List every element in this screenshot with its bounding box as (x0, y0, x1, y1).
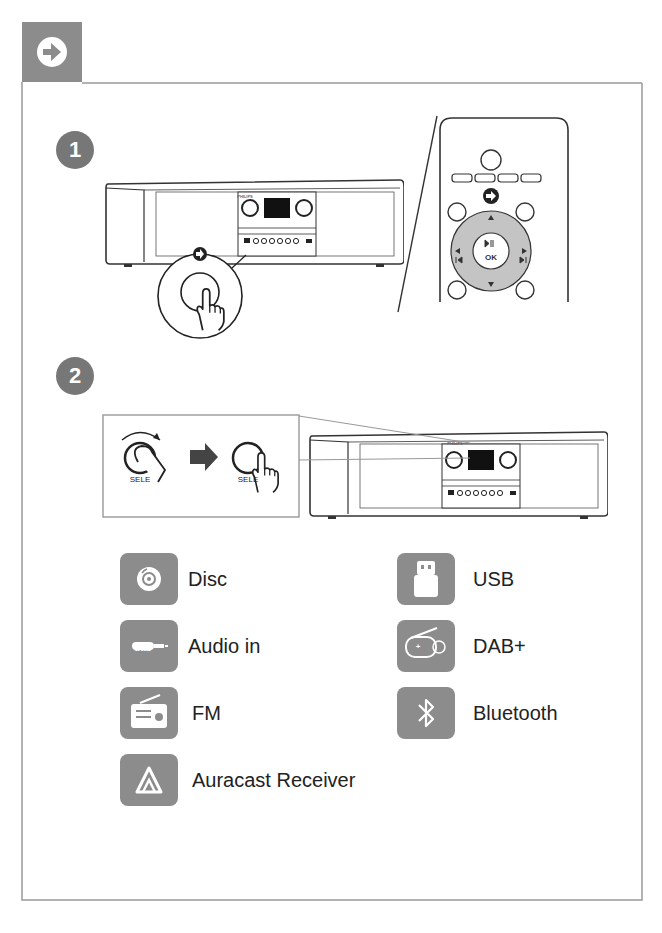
step-number: 2 (69, 365, 81, 387)
brand-name: PHILIPS (447, 442, 463, 446)
source-name: FM (192, 702, 221, 725)
source-name: Disc (188, 568, 227, 591)
button-label: OK (485, 254, 497, 262)
source-icon (397, 620, 455, 672)
source-name: USB (473, 568, 514, 591)
knob-label: SELE (238, 476, 258, 484)
step-number: 1 (69, 139, 81, 161)
source-item: USB (397, 553, 514, 605)
source-name: DAB+ (473, 635, 526, 658)
source-name: Auracast Receiver (192, 769, 355, 792)
source-item: Bluetooth (397, 687, 558, 739)
source-icon (120, 687, 178, 739)
icon-text: + (416, 643, 421, 651)
source-item: Disc (120, 553, 227, 605)
source-icon (120, 754, 178, 806)
source-item: FM (120, 687, 221, 739)
icon-text: dab (134, 643, 152, 653)
brand-name: PHILIPS (237, 195, 253, 199)
source-icon (397, 553, 455, 605)
source-icon (120, 553, 178, 605)
source-item: Auracast Receiver (120, 754, 355, 806)
source-name: Audio in (188, 635, 260, 658)
source-name: Bluetooth (473, 702, 558, 725)
knob-label: SELE (130, 476, 150, 484)
source-icon (397, 687, 455, 739)
